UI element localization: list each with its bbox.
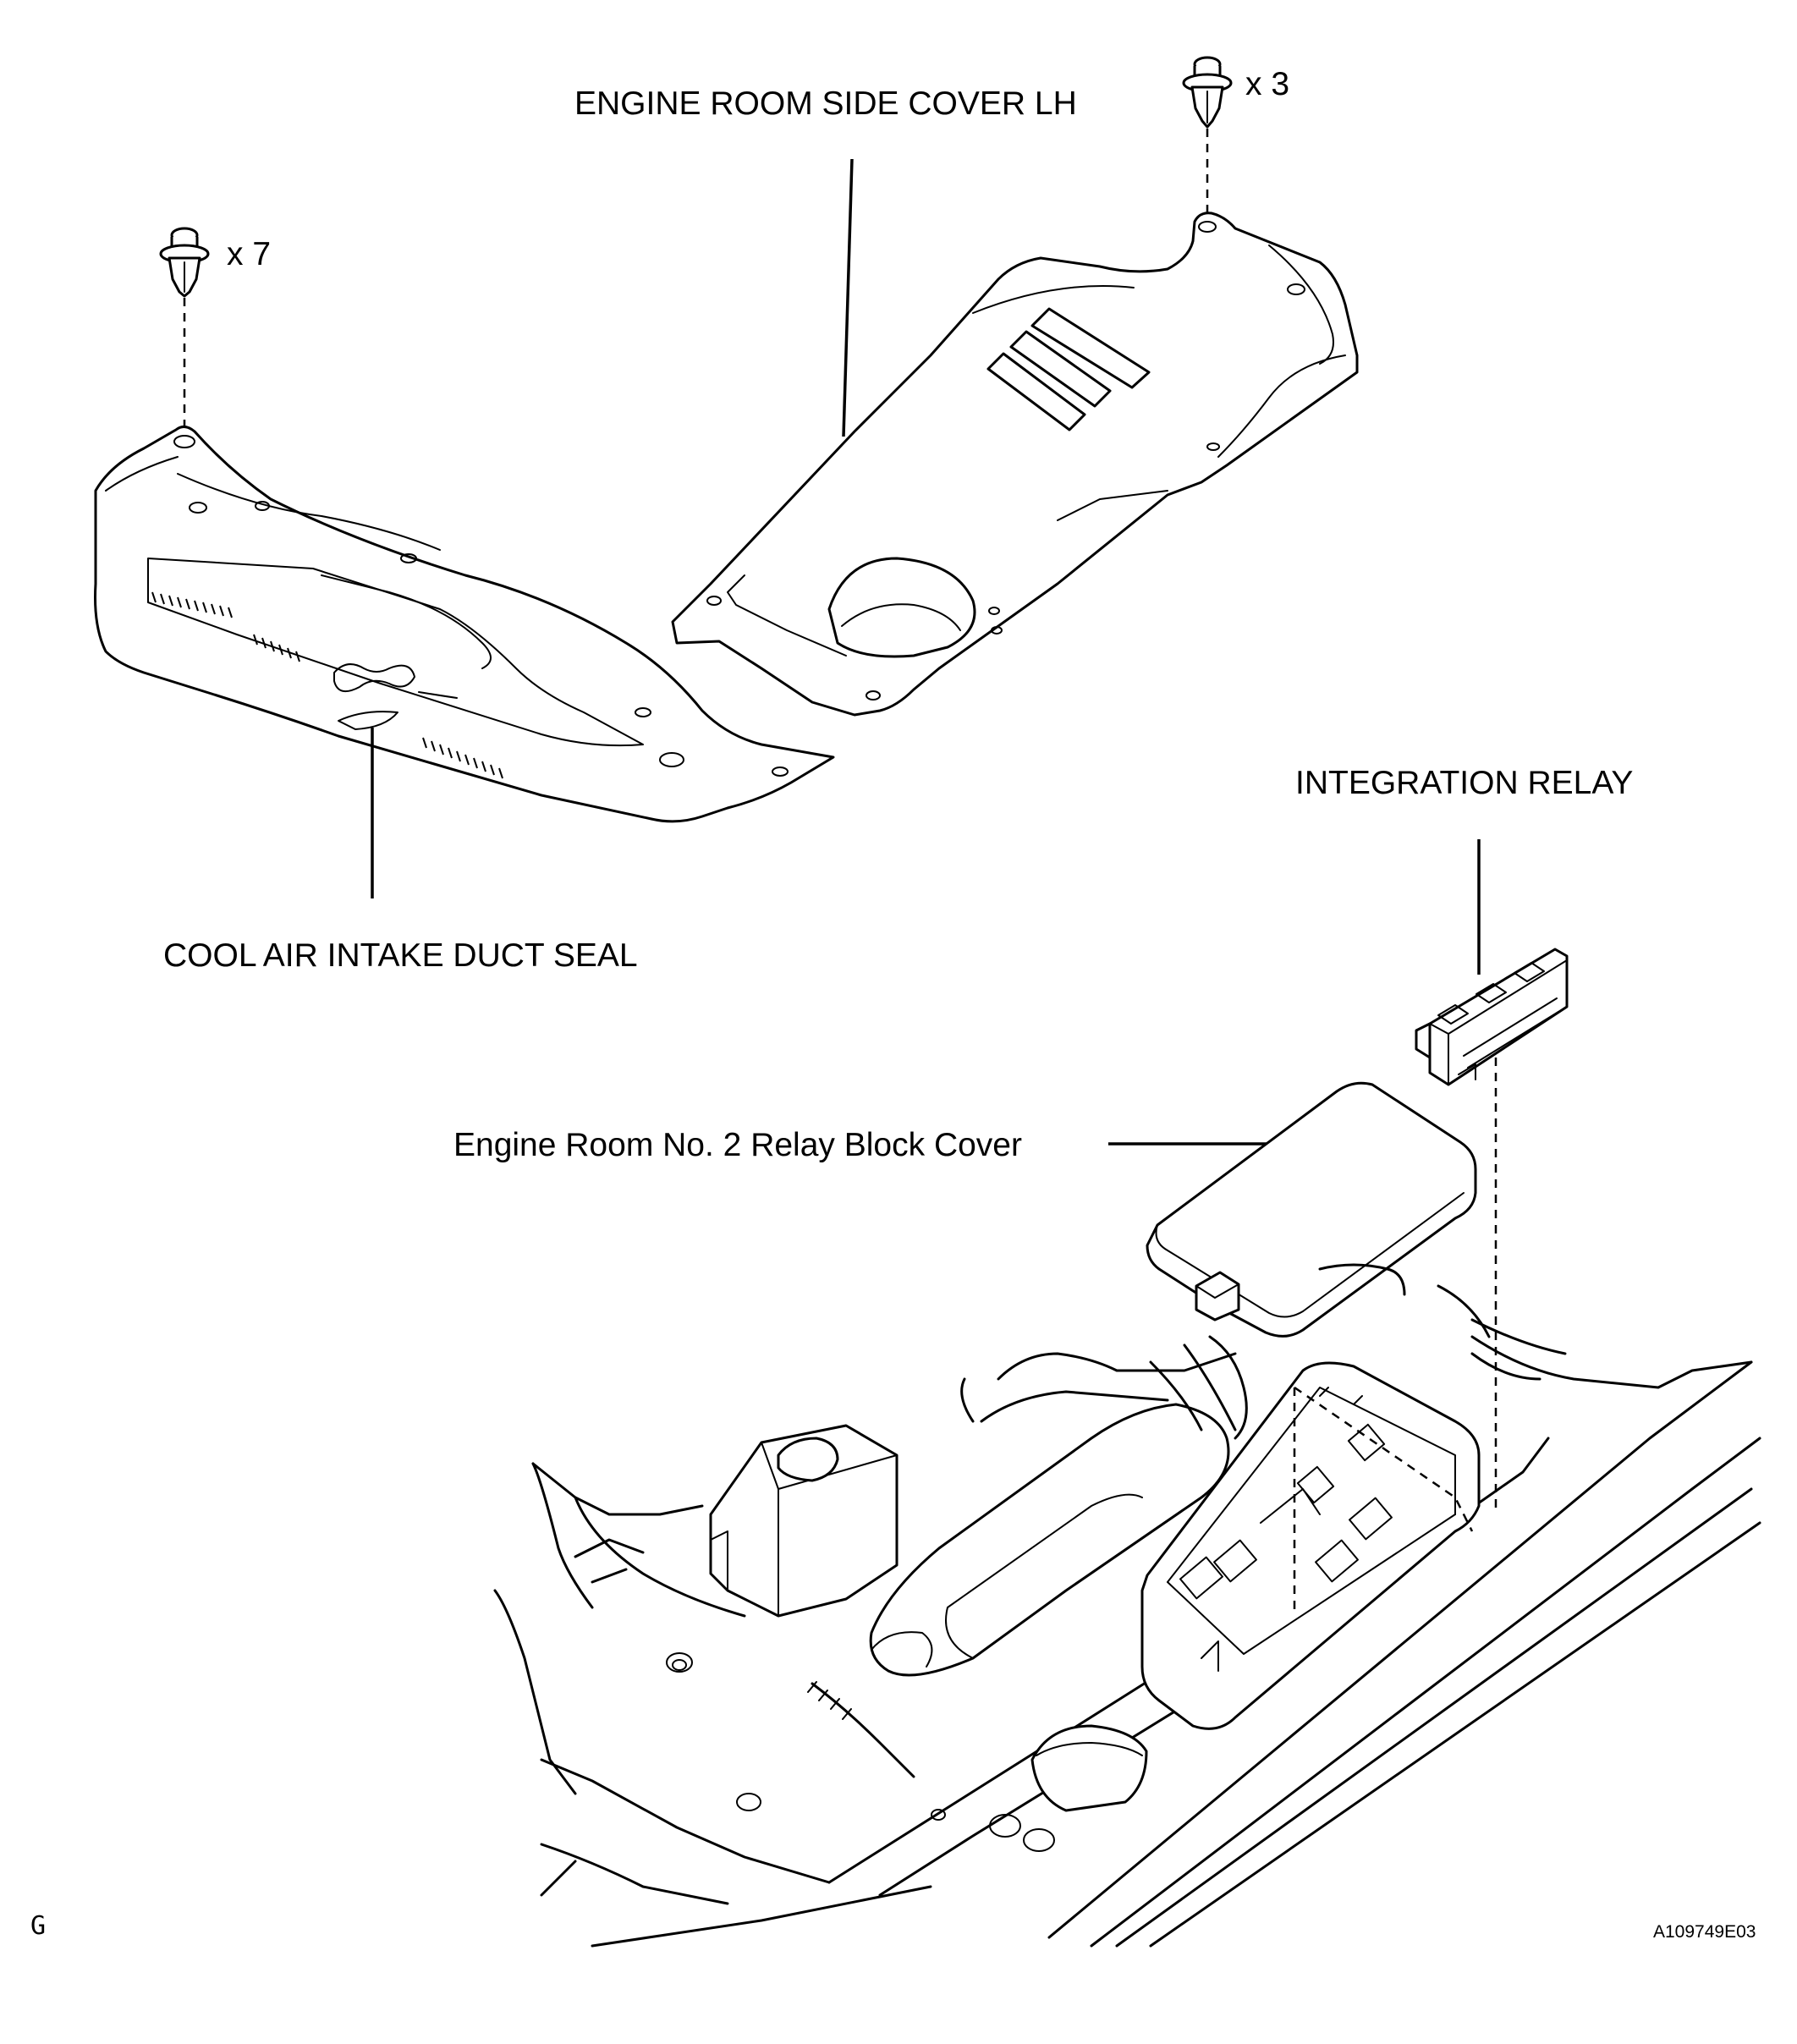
duct-seal-label: COOL AIR INTAKE DUCT SEAL (163, 937, 638, 974)
corner-letter: G (30, 1911, 47, 1941)
integration-relay-label: INTEGRATION RELAY (1295, 765, 1634, 801)
engine-room-side-cover-lh (671, 212, 1359, 717)
engine-room-no2-relay-block-cover (1146, 1081, 1477, 1338)
cool-air-intake-duct-seal (94, 426, 835, 823)
side-cover-leader-line (842, 158, 854, 437)
relay-block-cover-label: Engine Room No. 2 Relay Block Cover (453, 1127, 1022, 1163)
clip-x3-icon (1182, 56, 1233, 129)
duct-seal-quantity: x 7 (227, 236, 272, 272)
engine-bay (493, 1263, 1761, 1948)
duct-seal-hatching (151, 591, 503, 779)
clip-x7-icon (159, 227, 210, 298)
side-cover-quantity: x 3 (1245, 66, 1290, 102)
figure-code: A109749E03 (1653, 1922, 1756, 1942)
side-cover-label: ENGINE ROOM SIDE COVER LH (574, 85, 1077, 122)
integration-relay (1415, 948, 1569, 1086)
